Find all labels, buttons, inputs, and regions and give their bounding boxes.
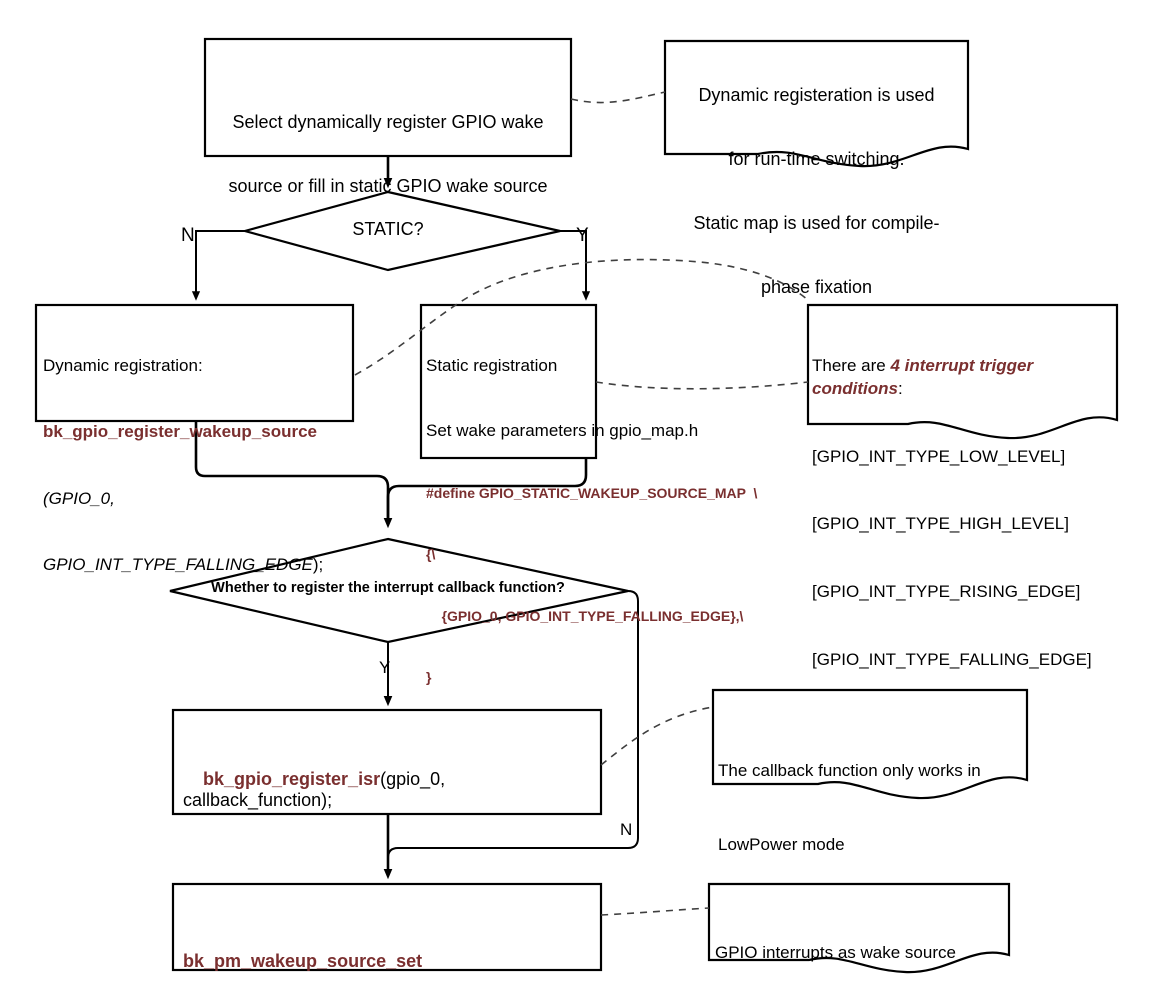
branch-label-static-no: N: [181, 225, 195, 246]
branch-label-callback-no: N: [620, 820, 633, 839]
note-interrupts-text: There are 4 interrupt trigger conditions…: [812, 310, 1117, 717]
start-box-line1: Select dynamically register GPIO wake: [232, 112, 544, 133]
note-interrupts-shape: [806, 303, 1119, 440]
connector-static-yes: [560, 230, 591, 301]
note-interrupts-lead-tail: :: [897, 378, 903, 398]
dynamic-box-arg2-row: GPIO_INT_TYPE_FALLING_EDGE);: [43, 554, 349, 576]
dynamic-box-arg2-tail: );: [312, 555, 324, 575]
note-callback-shape: [711, 688, 1029, 800]
note-callback-line2: LowPower mode: [718, 835, 845, 855]
note-top-line2: for run-time switching.: [728, 149, 905, 170]
note-callback-text: The callback function only works in LowP…: [718, 710, 1018, 907]
dynamic-box-text: Dynamic registration: bk_gpio_register_w…: [43, 311, 349, 620]
branch-label-callback-yes: Y: [379, 658, 391, 677]
static-box-line2: Set wake parameters in gpio_map.h: [426, 420, 699, 440]
decision-static-shape: [240, 190, 561, 272]
connector-callback-no: [387, 590, 639, 874]
note-interrupts-item2: [GPIO_INT_TYPE_HIGH_LEVEL]: [812, 514, 1069, 534]
dynamic-box-function: bk_gpio_register_wakeup_source: [43, 422, 318, 442]
static-box-line1: Static registration: [426, 355, 558, 375]
isr-box-function: bk_gpio_register_isr: [203, 769, 381, 790]
static-box-shape: [419, 303, 598, 460]
static-box-code2: {\: [426, 546, 436, 563]
pm-box-shape: [171, 882, 603, 972]
pm-box-function: bk_pm_wakeup_source_set: [183, 951, 423, 972]
callout-start-to-note: [570, 91, 666, 104]
dynamic-box-line1: Dynamic registration:: [43, 356, 203, 376]
isr-box-args: (gpio_0, callback_function);: [183, 769, 451, 811]
isr-box-shape: [171, 708, 603, 816]
decision-callback-label: Whether to register the interrupt callba…: [211, 580, 565, 596]
connector-static-merge: [386, 458, 588, 523]
callout-static-to-interrupts: [595, 381, 809, 390]
note-wake-shape: [707, 882, 1011, 974]
note-interrupts-emphasis: 4 interrupt trigger conditions: [812, 356, 1038, 398]
branch-label-static-yes: Y: [576, 225, 589, 246]
note-wake-line1: GPIO interrupts as wake source: [715, 943, 956, 963]
note-interrupts-item4: [GPIO_INT_TYPE_FALLING_EDGE]: [812, 650, 1092, 670]
note-interrupts-item1: [GPIO_INT_TYPE_LOW_LEVEL]: [812, 446, 1066, 466]
static-box-code3: {GPIO_0, GPIO_INT_TYPE_FALLING_EDGE},\: [426, 607, 744, 624]
static-box-code4: }: [426, 669, 432, 686]
dynamic-box-arg1: (GPIO_0,: [43, 488, 115, 508]
isr-box-text: bk_gpio_register_isr(gpio_0, callback_fu…: [183, 748, 595, 833]
static-box-text: Static registration Set wake parameters …: [426, 311, 816, 731]
start-box-line2: source or fill in static GPIO wake sourc…: [228, 176, 548, 197]
note-top-line3: Static map is used for compile-: [693, 212, 940, 233]
note-top-text: Dynamic registeration is used for run-ti…: [668, 43, 965, 340]
dynamic-box-arg2: GPIO_INT_TYPE_FALLING_EDGE: [43, 555, 313, 575]
dynamic-box-shape: [34, 303, 355, 423]
connector-static-no: [191, 230, 245, 301]
note-interrupts-heading: There are 4 interrupt trigger conditions…: [812, 355, 1117, 400]
note-interrupts-item3: [GPIO_INT_TYPE_RISING_EDGE]: [812, 582, 1081, 602]
static-box-code1: #define GPIO_STATIC_WAKEUP_SOURCE_MAP \: [426, 485, 758, 501]
note-top-line1: Dynamic registeration is used: [698, 85, 935, 106]
decision-static-label: STATIC?: [352, 219, 424, 239]
note-top-line4: phase fixation: [760, 276, 873, 297]
callout-pm-to-note: [600, 907, 710, 916]
note-top-shape: [663, 39, 970, 168]
callout-isr-to-note: [600, 706, 714, 766]
start-box-text: Select dynamically register GPIO wake so…: [212, 70, 564, 240]
note-callback-line1: The callback function only works in: [718, 761, 981, 781]
pm-box-text: bk_pm_wakeup_source_set (PM_WAKEUP_SOURC…: [183, 899, 595, 1003]
note-wake-text: GPIO interrupts as wake source: [715, 903, 1005, 1003]
connector-dynamic-merge: [194, 421, 393, 529]
note-interrupts-lead: There are: [812, 356, 891, 376]
start-box-shape: [203, 37, 573, 158]
